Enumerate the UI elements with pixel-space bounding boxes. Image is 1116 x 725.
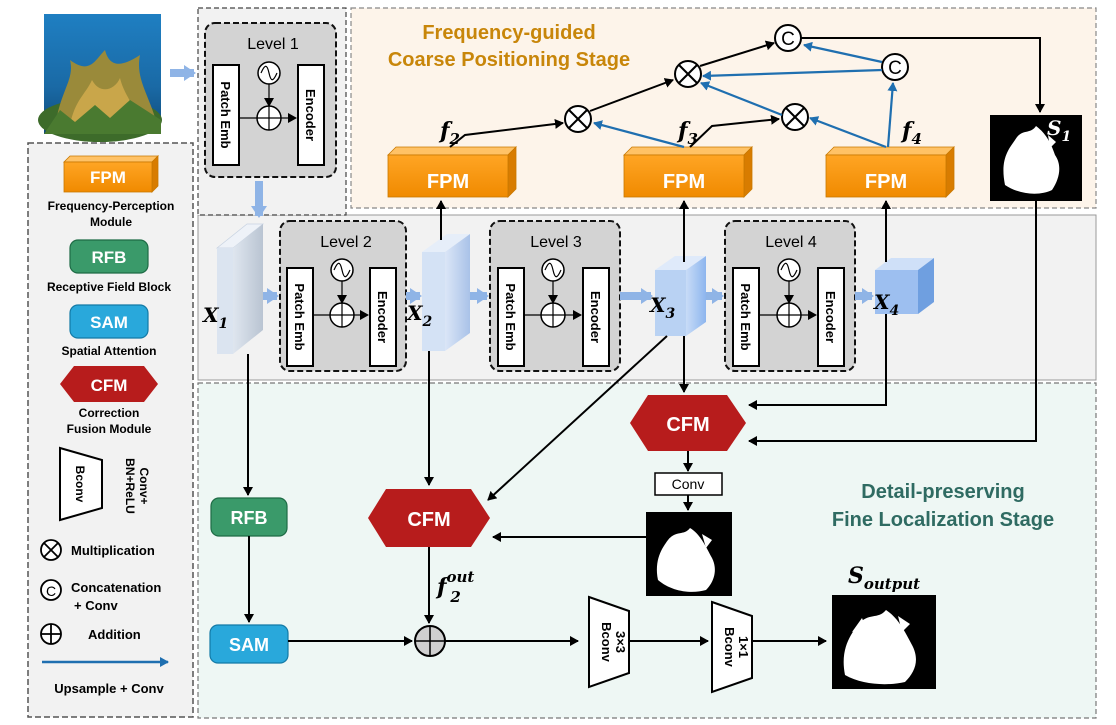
legend-rfb-label: RFB — [92, 248, 127, 267]
legend-bconv-desc-2: BN+ReLU — [123, 458, 137, 514]
fpm3-label: FPM — [663, 171, 705, 193]
coarse-stage-title-line2: Coarse Positioning Stage — [388, 49, 630, 71]
cfm-bottom-label: CFM — [407, 509, 450, 531]
fine-stage-title-line1: Detail-preserving — [861, 481, 1024, 503]
legend-upsample-label: Upsample + Conv — [54, 681, 164, 696]
level4-block: Level 4 Patch Emb Encoder — [724, 220, 856, 372]
level2-block: Level 2 Patch Emb Encoder — [279, 220, 407, 372]
fpm2-label: FPM — [427, 171, 469, 193]
s1-prediction-map — [990, 115, 1082, 201]
feature-x1 — [215, 223, 265, 354]
legend-cfm-label: CFM — [91, 376, 128, 395]
f4-label: f4 — [900, 118, 922, 148]
legend-sam: SAM — [69, 304, 149, 339]
legend-fpm-desc-2: Module — [90, 215, 132, 229]
legend-cfm-desc-2: Fusion Module — [67, 422, 152, 436]
legend-multiplication-label: Multiplication — [71, 543, 155, 558]
legend-multiplication-icon — [40, 539, 62, 561]
feature-x2 — [422, 234, 470, 351]
level3-patch-emb: Patch Emb — [503, 283, 518, 350]
intermediate-prediction-map — [646, 512, 732, 596]
level4-label: Level 4 — [765, 234, 817, 251]
bconv3-label: Bconv — [599, 622, 614, 663]
level1-block: Level 1 Patch Emb Encoder — [204, 22, 337, 178]
level2-encoder: Encoder — [375, 291, 390, 343]
legend-bconv-label: Bconv — [73, 466, 87, 503]
concat-node-2-label: C — [888, 58, 902, 79]
output-prediction-map — [832, 595, 936, 689]
legend-concat-icon: C — [40, 579, 62, 601]
legend-cfm-desc-1: Correction — [79, 406, 140, 420]
legend-cfm: CFM — [60, 366, 158, 402]
level3-encoder: Encoder — [588, 291, 603, 343]
legend-bconv: Bconv — [59, 446, 103, 522]
level1-label: Level 1 — [247, 36, 299, 53]
x2-label: X2 — [405, 301, 433, 330]
fine-stage-title-line2: Fine Localization Stage — [832, 509, 1054, 531]
f3-label: f3 — [676, 118, 698, 148]
legend-fpm-label: FPM — [90, 168, 126, 187]
legend-bconv-desc-1: Conv+ — [137, 467, 151, 504]
level4-encoder: Encoder — [823, 291, 838, 343]
s-output-label: Soutput — [848, 563, 920, 593]
legend-fpm: FPM — [63, 155, 159, 193]
level1-encoder: Encoder — [303, 89, 318, 141]
legend-concat-label-1: Concatenation — [71, 580, 161, 595]
level2-label: Level 2 — [320, 234, 372, 251]
conv-block: Conv — [654, 472, 723, 496]
rfb-block: RFB — [210, 497, 288, 537]
legend-concat-label-2: + Conv — [74, 598, 118, 613]
legend-rfb: RFB — [69, 239, 149, 274]
x1-label: X1 — [201, 303, 228, 332]
level3-block: Level 3 Patch Emb Encoder — [489, 220, 621, 372]
bconv3-size: 3×3 — [613, 631, 628, 653]
x4-label: X4 — [872, 290, 899, 319]
cfm-top-label: CFM — [666, 414, 709, 436]
sam-block: SAM — [209, 624, 289, 664]
level2-patch-emb: Patch Emb — [292, 283, 307, 350]
bconv-1x1-block: Bconv 1×1 — [711, 600, 753, 694]
bconv-3x3-block: Bconv 3×3 — [588, 595, 630, 689]
s1-label: S1 — [1047, 116, 1071, 145]
conv-label: Conv — [672, 476, 705, 492]
fpm-block-3: FPM — [623, 146, 753, 198]
x3-label: X3 — [648, 293, 676, 322]
bconv1-label: Bconv — [722, 627, 737, 668]
fpm-block-4: FPM — [825, 146, 955, 198]
cfm-block-bottom: CFM — [368, 489, 490, 547]
cfm-block-top: CFM — [630, 395, 746, 451]
sam-label: SAM — [229, 635, 269, 655]
legend-addition-icon — [40, 623, 62, 645]
bconv1-size: 1×1 — [736, 636, 751, 658]
concat-node-1-label: C — [781, 29, 795, 50]
legend-addition-label: Addition — [88, 627, 141, 642]
legend-sam-desc: Spatial Attention — [62, 344, 157, 358]
legend-concat-symbol: C — [46, 583, 56, 599]
level3-label: Level 3 — [530, 234, 582, 251]
fpm-block-2: FPM — [387, 146, 517, 198]
feature-x3 — [655, 256, 706, 336]
feature-x4 — [875, 258, 934, 314]
legend-fpm-desc-1: Frequency-Perception — [48, 199, 175, 213]
level1-patch-emb: Patch Emb — [218, 81, 233, 148]
coarse-stage-title-line1: Frequency-guided — [422, 22, 595, 44]
f2-label: f2 — [438, 118, 460, 148]
mul-node-3 — [781, 103, 809, 131]
fpm4-label: FPM — [865, 171, 907, 193]
mul-node-2 — [674, 60, 702, 88]
input-image — [38, 14, 162, 142]
rfb-label: RFB — [231, 508, 268, 528]
legend-sam-label: SAM — [90, 313, 128, 332]
level4-patch-emb: Patch Emb — [738, 283, 753, 350]
legend-panel — [27, 142, 194, 718]
add-node — [414, 625, 446, 657]
legend-rfb-desc: Receptive Field Block — [47, 280, 171, 294]
mul-node-1 — [564, 105, 592, 133]
